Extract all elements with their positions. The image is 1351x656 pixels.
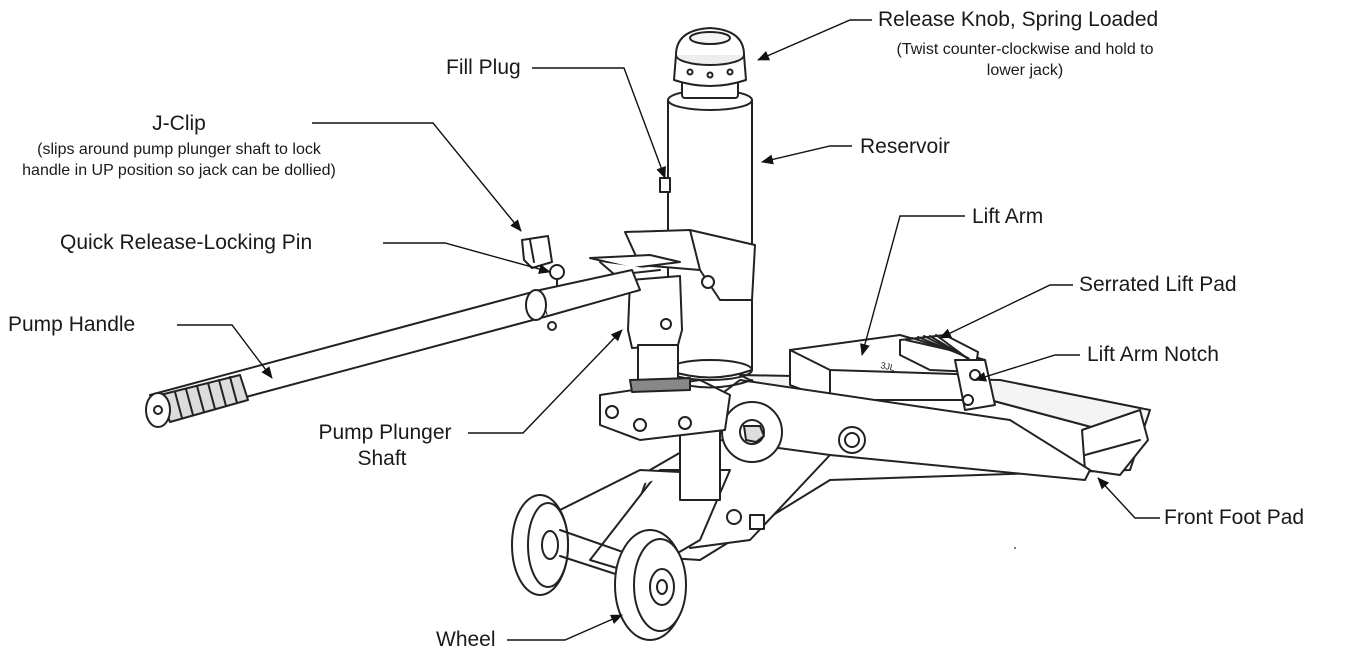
leader-fill-plug bbox=[532, 67, 666, 179]
label-lift-arm: Lift Arm bbox=[972, 205, 1044, 228]
leader-reservoir bbox=[761, 145, 852, 165]
label-fill-plug: Fill Plug bbox=[446, 56, 521, 79]
leader-front-foot-pad bbox=[1097, 477, 1160, 519]
label-pump-handle: Pump Handle bbox=[8, 313, 136, 336]
handle-grip-shape bbox=[145, 374, 249, 428]
label-j-clip: J-Clip bbox=[152, 112, 206, 135]
label-serrated-lift-pad: Serrated Lift Pad bbox=[1079, 273, 1237, 296]
label-wheel: Wheel bbox=[436, 628, 496, 651]
svg-text:3JL: 3JL bbox=[880, 360, 896, 373]
label-pump-plunger-shaft: Shaft bbox=[357, 447, 407, 470]
rear-wheel-right bbox=[614, 529, 687, 641]
leader-quick-release bbox=[383, 242, 551, 274]
label-pump-plunger: Pump Plunger bbox=[318, 421, 452, 444]
leader-lift-arm-notch bbox=[974, 354, 1080, 382]
leader-release-knob bbox=[757, 19, 872, 61]
front-foot-pad-shape bbox=[1081, 409, 1149, 476]
j-clip-shape bbox=[521, 235, 553, 269]
label-release-knob-note-1: (Twist counter-clockwise and hold to bbox=[896, 41, 1154, 58]
leader-pump-handle bbox=[177, 324, 273, 379]
label-release-knob: Release Knob, Spring Loaded bbox=[878, 8, 1159, 31]
label-lift-arm-notch: Lift Arm Notch bbox=[1087, 343, 1219, 366]
label-release-knob-note-2: lower jack) bbox=[986, 62, 1064, 79]
leader-serrated-pad bbox=[939, 284, 1073, 339]
leader-wheel bbox=[507, 614, 623, 641]
label-reservoir: Reservoir bbox=[860, 135, 950, 158]
label-j-clip-note-1: (slips around pump plunger shaft to lock bbox=[37, 141, 321, 158]
quick-release-pin-shape bbox=[549, 264, 565, 280]
release-knob-shape bbox=[673, 27, 747, 99]
leader-j-clip bbox=[312, 122, 522, 232]
rear-wheel-left bbox=[511, 494, 569, 596]
fill-plug-shape bbox=[659, 177, 671, 193]
label-j-clip-note-2: handle in UP position so jack can be dol… bbox=[22, 162, 336, 179]
label-front-foot-pad: Front Foot Pad bbox=[1164, 506, 1305, 529]
leader-lift-arm bbox=[860, 215, 965, 356]
leader-pump-plunger bbox=[468, 329, 623, 434]
label-quick-release-pin: Quick Release-Locking Pin bbox=[60, 231, 313, 254]
